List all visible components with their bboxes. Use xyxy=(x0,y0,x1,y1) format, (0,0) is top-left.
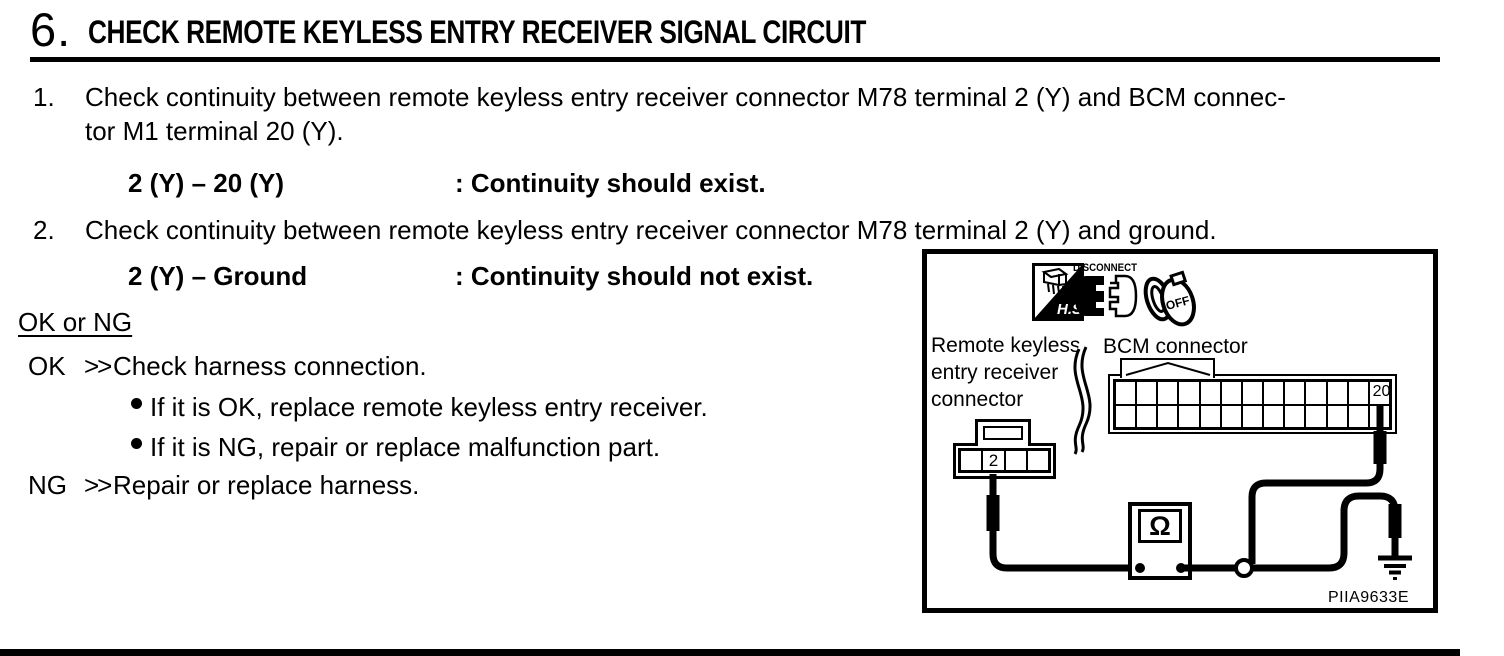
bullet-text: If it is OK, replace remote keyless entr… xyxy=(150,392,708,422)
connector-cell xyxy=(960,450,983,471)
bcm-connector-tab xyxy=(1120,358,1215,378)
bottom-section-rule xyxy=(0,649,1460,656)
connector-cell xyxy=(1220,381,1242,405)
step-number: 2. xyxy=(33,215,55,245)
connector-cell xyxy=(1178,381,1200,405)
bcm-connector-grid xyxy=(1113,379,1392,430)
step-text: Check continuity between remote keyless … xyxy=(85,215,1217,245)
spec-terminals: 2 (Y) – 20 (Y) xyxy=(128,168,285,198)
plug-female-icon xyxy=(1108,274,1138,318)
receiver-connector-label: Remote keyless entry receiver connector xyxy=(931,334,1081,411)
connector-cell xyxy=(1199,404,1221,428)
page-title: CHECK REMOTE KEYLESS ENTRY RECEIVER SIGN… xyxy=(88,14,866,50)
result-term-ok: OK xyxy=(28,351,66,381)
connector-cell xyxy=(1199,381,1221,405)
connector-cell xyxy=(1305,404,1327,428)
step-text: Check continuity between remote keyless … xyxy=(85,82,1286,146)
plug-male-icon xyxy=(1075,276,1104,316)
connector-cell xyxy=(982,450,1005,471)
connector-cell xyxy=(1347,404,1369,428)
receiver-connector-slot xyxy=(983,426,1023,440)
receiver-connector-grid xyxy=(958,448,1051,473)
receiver-terminal-2: 2 xyxy=(988,451,999,470)
result-term-ng: NG xyxy=(28,470,67,500)
ohmmeter-display: Ω xyxy=(1138,509,1182,543)
result-action-ng: Repair or replace harness. xyxy=(113,470,420,500)
title-rule xyxy=(30,57,1440,62)
connector-doodle-icon xyxy=(1041,267,1069,295)
connector-cell xyxy=(1284,404,1306,428)
connector-cell xyxy=(1026,450,1049,471)
section-number: 6. xyxy=(30,3,72,56)
connector-cell xyxy=(1157,404,1179,428)
spec-result: : Continuity should exist. xyxy=(455,168,766,198)
result-prompt: >> xyxy=(84,470,112,500)
ignition-key-off-icon: OFF xyxy=(1143,270,1196,327)
connector-cell xyxy=(1157,381,1179,405)
disconnect-icon: DISCONNECT xyxy=(1073,262,1138,318)
connector-cell xyxy=(1368,381,1390,405)
result-heading: OK or NG xyxy=(18,307,133,337)
connector-cell xyxy=(1004,450,1027,471)
connector-cell xyxy=(1220,404,1242,428)
figure-code: PIIA9633E xyxy=(1328,589,1409,606)
spec-terminals: 2 (Y) – Ground xyxy=(128,261,308,291)
connector-cell xyxy=(1178,404,1200,428)
spec-result: : Continuity should not exist. xyxy=(455,261,814,291)
disconnect-icon-label: DISCONNECT xyxy=(1073,262,1137,274)
result-action-ok: Check harness connection. xyxy=(113,351,427,381)
bullet-text: If it is NG, repair or replace malfuncti… xyxy=(150,432,661,462)
connector-cell xyxy=(1263,404,1285,428)
hs-tool-icon: H.S. xyxy=(1032,263,1084,321)
bcm-terminal-20: 20 xyxy=(1372,383,1391,400)
bcm-connector-label: BCM connector xyxy=(1103,335,1248,358)
bullet-icon xyxy=(131,438,142,449)
connector-cell xyxy=(1347,381,1369,405)
connector-cell xyxy=(1241,404,1264,428)
figure-box: H.S. DISCONNECT OFF Remote keyless entry… xyxy=(922,249,1438,613)
key-off-label: OFF xyxy=(1164,293,1191,313)
connector-cell xyxy=(1115,404,1137,428)
connector-cell xyxy=(1263,381,1285,405)
connector-cell xyxy=(1326,404,1348,428)
step-number: 1. xyxy=(33,82,55,112)
connector-cell xyxy=(1241,381,1264,405)
bullet-icon xyxy=(131,398,142,409)
connector-cell xyxy=(1305,381,1327,405)
connector-cell xyxy=(1136,381,1158,405)
connector-cell xyxy=(1368,404,1390,428)
connector-cell xyxy=(1136,404,1158,428)
connector-cell xyxy=(1326,381,1348,405)
connector-cell xyxy=(1284,381,1306,405)
result-prompt: >> xyxy=(84,351,112,381)
connector-cell xyxy=(1115,381,1137,405)
